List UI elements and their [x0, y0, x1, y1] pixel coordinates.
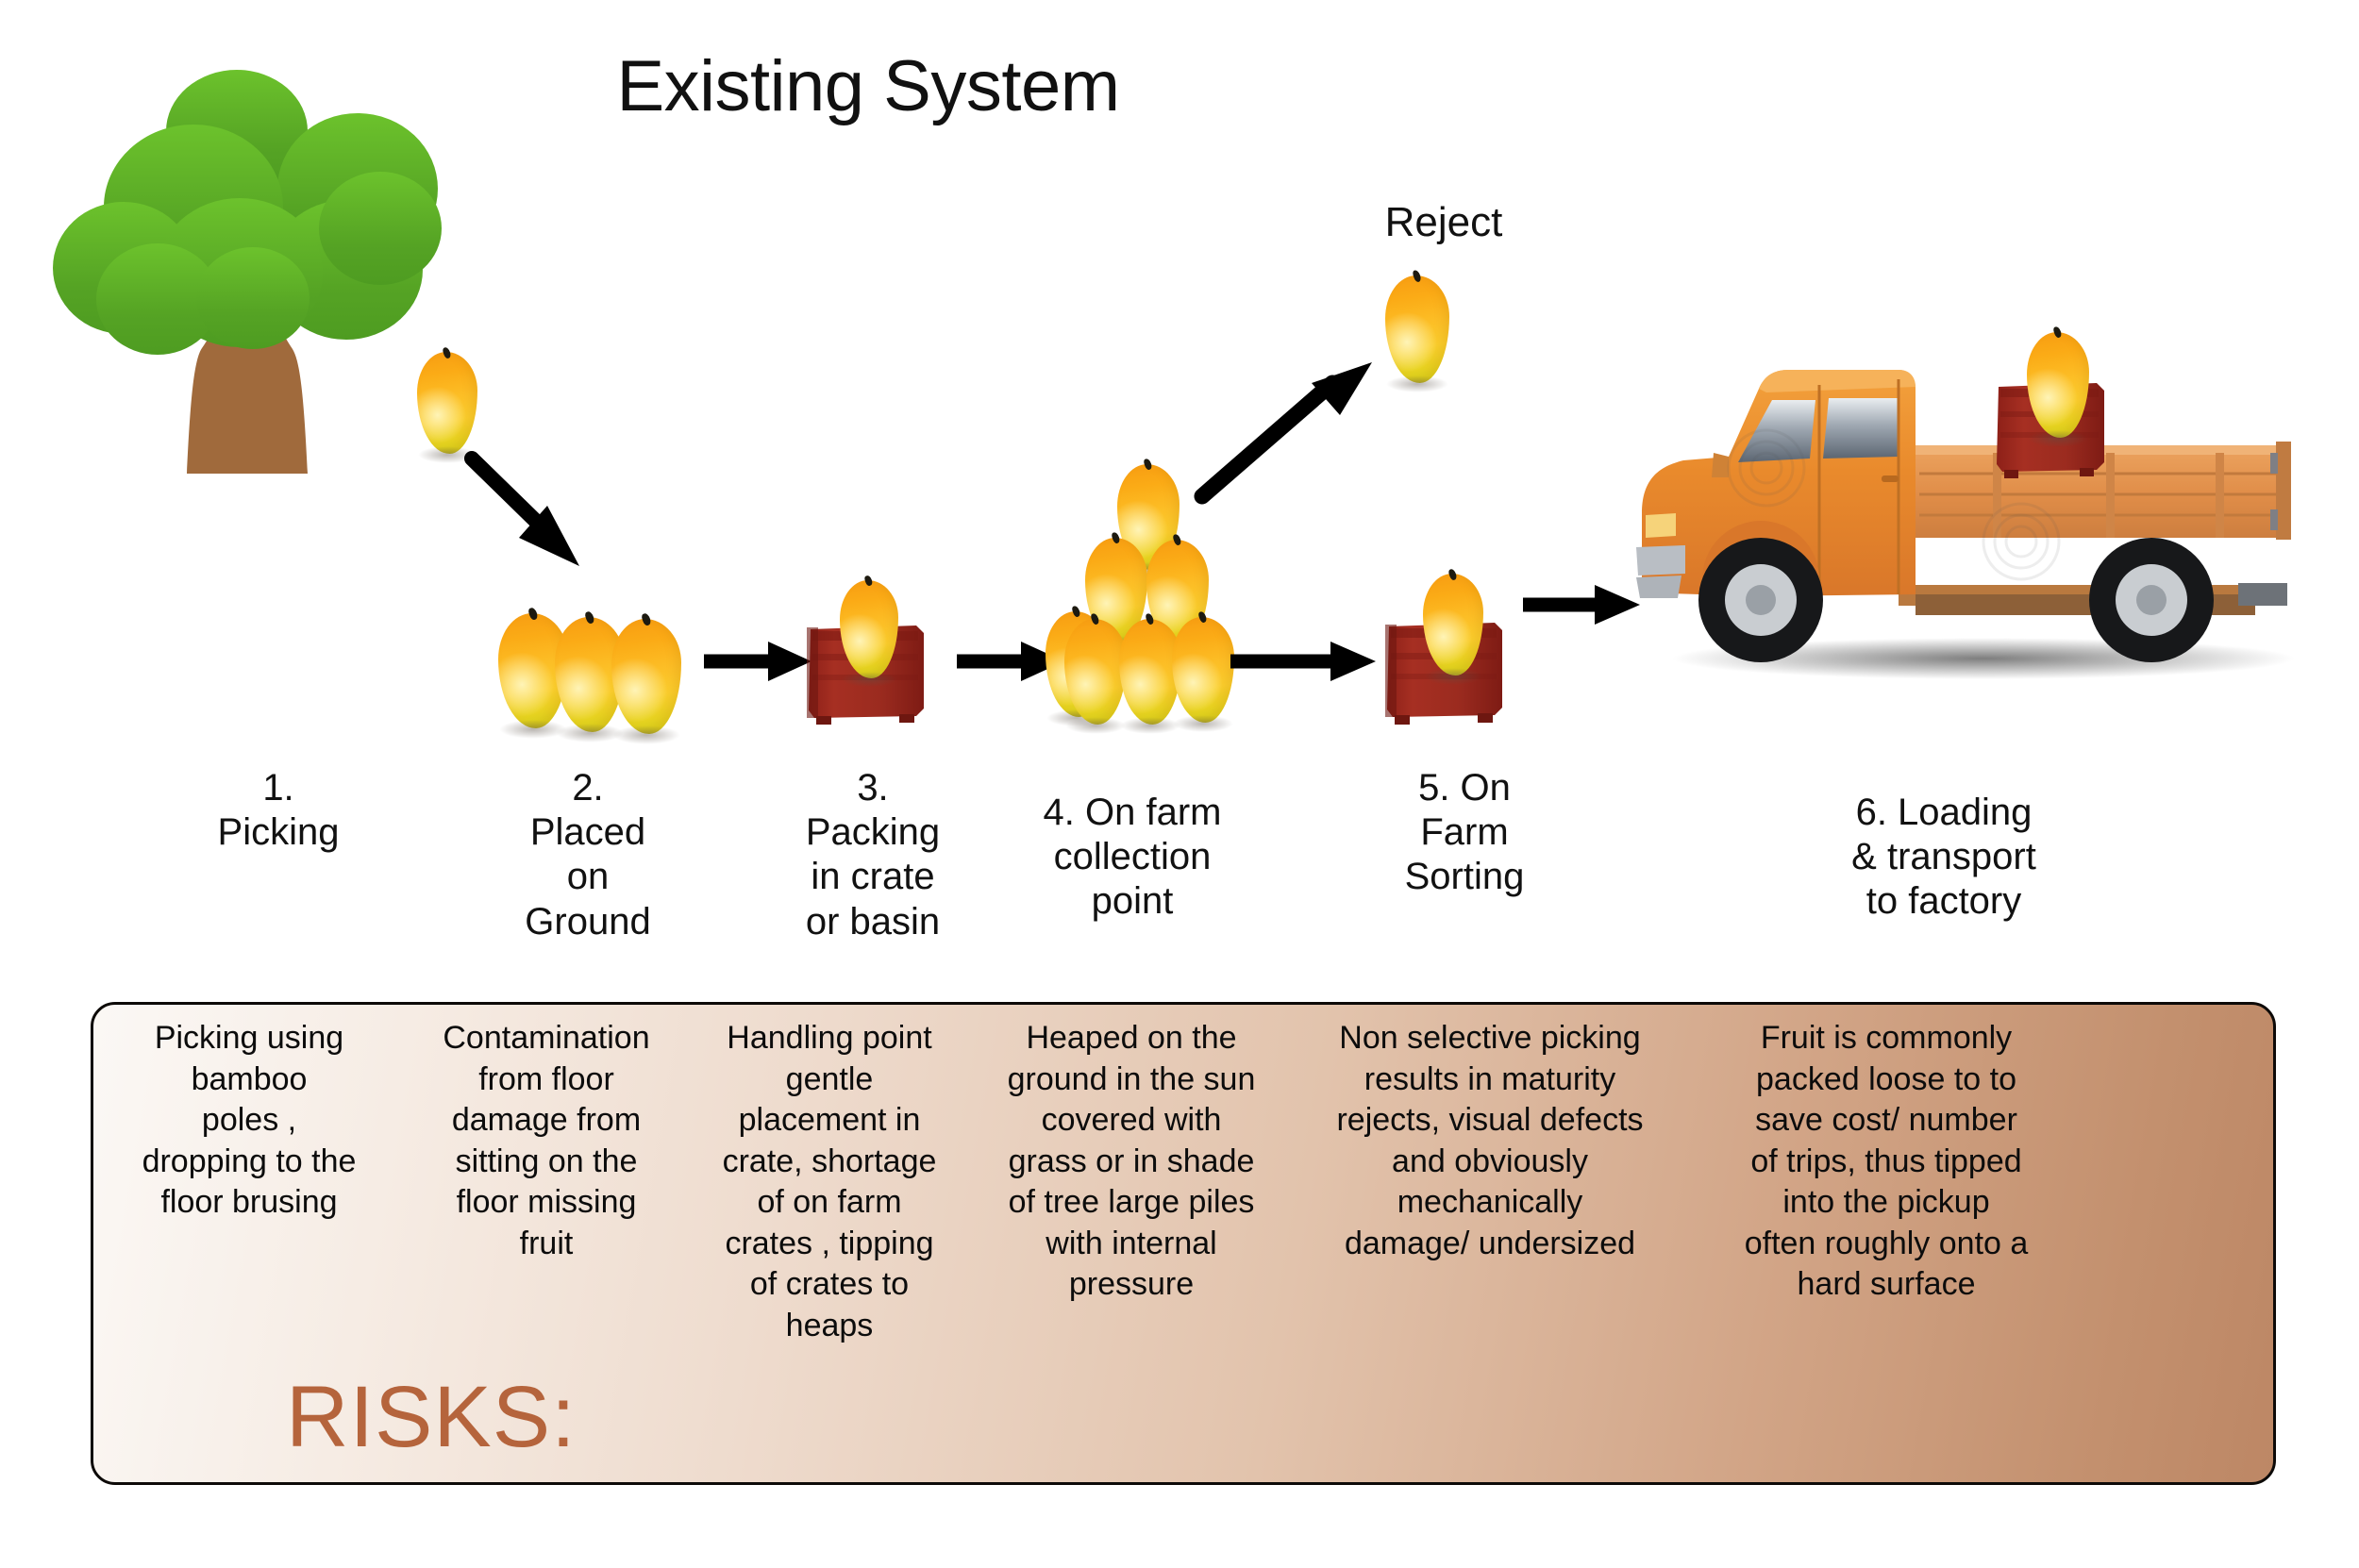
risk-item-ground: Contamination from floor damage from sit…	[443, 1020, 650, 1261]
mango-icon	[1064, 612, 1127, 735]
mango-icon	[840, 575, 898, 688]
mango-icon	[1119, 612, 1181, 735]
mango-icon	[1423, 567, 1483, 685]
page-title-text: Existing System	[616, 46, 1120, 126]
mango-icon	[1172, 610, 1234, 733]
mango-icon	[417, 345, 477, 463]
risk-item-crate: Handling point gentle placement in crate…	[722, 1020, 937, 1343]
risks-columns: Picking using bamboo poles , dropping to…	[93, 1018, 2273, 1346]
arrow-right-icon	[953, 640, 1066, 683]
page-title: Existing System	[0, 45, 2359, 127]
risks-panel: Picking using bamboo poles , dropping to…	[91, 1002, 2276, 1485]
step-label-packing-crate: 3. Packing in crate or basin	[805, 767, 941, 942]
mango-icon	[2027, 325, 2089, 448]
risk-item-picking: Picking using bamboo poles , dropping to…	[142, 1020, 357, 1221]
truck-icon	[1615, 347, 2359, 687]
arrow-right-icon	[1519, 583, 1642, 626]
risks-heading: RISKS:	[286, 1369, 577, 1465]
arrow-up-right-icon	[1191, 357, 1380, 508]
step-label-sorting: 5. On Farm Sorting	[1404, 767, 1525, 898]
arrow-right-icon	[1227, 640, 1378, 683]
step-label-loading: 6. Loading & transport to factory	[1851, 792, 2036, 923]
step-label-picking: 1. Picking	[217, 767, 340, 854]
arrow-right-icon	[464, 451, 598, 574]
risk-item-sorting: Non selective picking results in maturit…	[1336, 1020, 1644, 1261]
risk-item-transport: Fruit is commonly packed loose to to sav…	[1744, 1020, 2029, 1303]
arrow-right-icon	[700, 640, 813, 683]
tree-icon	[45, 58, 451, 474]
mango-icon	[611, 611, 681, 744]
step-label-placed-ground: 2. Placed on Ground	[525, 767, 651, 942]
risk-item-heap: Heaped on the ground in the sun covered …	[1007, 1020, 1256, 1303]
mango-icon	[1385, 269, 1449, 393]
tree-canopy	[45, 58, 451, 370]
step-label-collection: 4. On farm collection point	[1043, 792, 1222, 923]
reject-label: Reject	[1384, 199, 1503, 245]
